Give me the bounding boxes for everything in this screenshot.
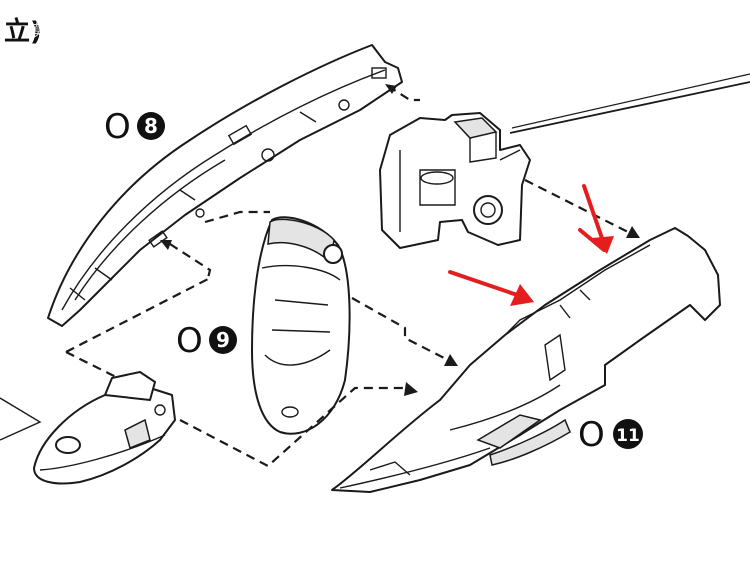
highlight-arrows (448, 184, 614, 306)
assembly-guides (65, 84, 640, 468)
hinge-block (379, 112, 531, 249)
part-11-body (331, 227, 721, 493)
label-part-11: O 11 (578, 415, 643, 455)
label-part-9: O 9 (176, 321, 237, 361)
pointer-line (509, 81, 750, 134)
header-fragment: 立) 模流圈 (4, 16, 76, 47)
label-part-9-number: 9 (216, 328, 230, 352)
part-9-canopy (251, 216, 351, 435)
red-arrow-2-head (592, 236, 614, 254)
label-part-9-badge (209, 326, 237, 354)
label-part-9-prefix: O (176, 321, 203, 361)
label-part-8-number: 8 (144, 114, 158, 138)
label-part-8: O 8 (104, 107, 165, 147)
pointer-line-2 (511, 73, 750, 129)
label-part-8-prefix: O (104, 107, 131, 147)
nose-piece (33, 371, 176, 485)
label-part-11-number: 11 (616, 426, 640, 446)
red-arrow-1 (448, 270, 528, 300)
edge-fragment (0, 397, 42, 441)
label-part-8-badge (137, 112, 165, 140)
label-part-11-prefix: O (578, 415, 605, 455)
red-arrow-3 (578, 228, 606, 252)
part-8-rail (47, 44, 403, 327)
header-text: 立) (4, 16, 42, 47)
red-arrow-1-head (510, 284, 534, 306)
label-part-11-badge (613, 419, 643, 449)
red-arrow-2 (582, 184, 606, 246)
watermark: 模流圈 (28, 21, 76, 40)
